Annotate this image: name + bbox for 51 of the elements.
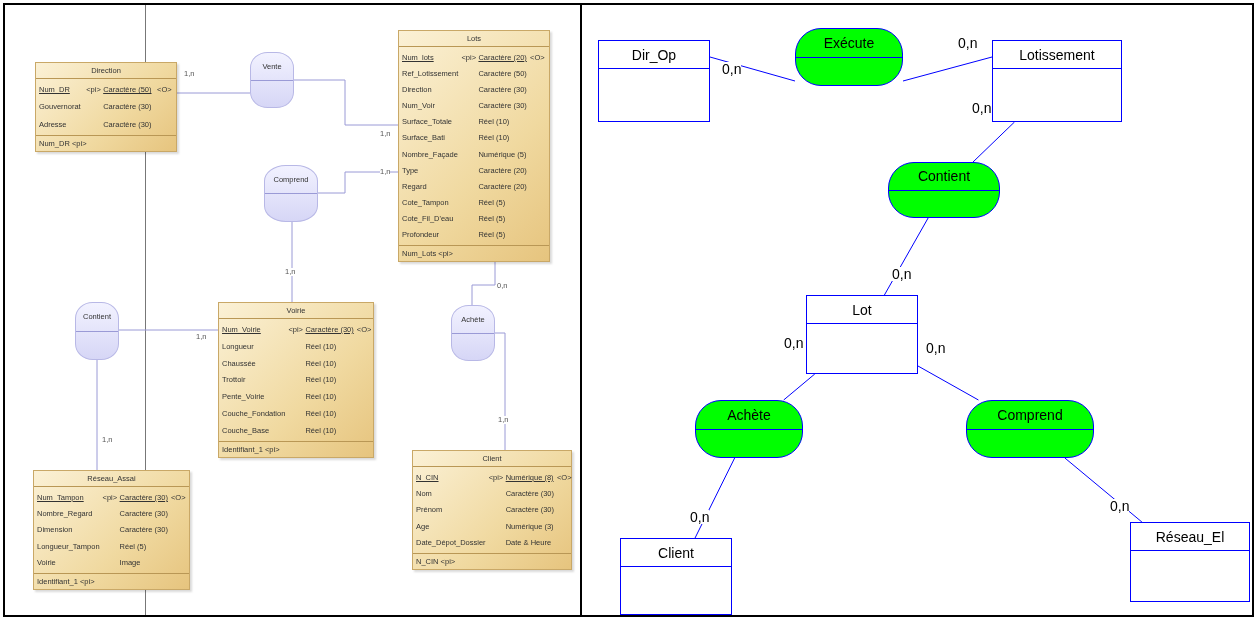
relationship-shape: [75, 302, 119, 360]
entity-table: [398, 30, 550, 262]
entity-name: Dir_Op: [631, 46, 677, 63]
connector-line: [694, 457, 736, 539]
cardinality-label: 0,n: [784, 336, 804, 350]
relationship-shape: [966, 400, 1094, 458]
cardinality-label: 0,n: [926, 341, 946, 355]
cardinality-label: 0,n: [958, 36, 978, 50]
relationship-name: Contient: [917, 168, 971, 185]
connector-line: [118, 329, 219, 331]
relationship-shape: [888, 162, 1000, 218]
relationship-shape: [795, 28, 903, 86]
connector-line: [709, 56, 796, 82]
connector-line: [883, 217, 929, 296]
connector-line: [96, 359, 98, 471]
entity-box: [1130, 522, 1250, 602]
connector-line: [494, 332, 506, 451]
cardinality-label: 0,n: [972, 101, 992, 115]
connector-line: [317, 171, 399, 194]
cardinality-label: 0,n: [892, 267, 912, 281]
connector-line: [783, 373, 816, 401]
entity-box: [806, 295, 918, 374]
connector-line: [972, 121, 1015, 163]
connector-line: [917, 365, 979, 401]
entity-table: [35, 62, 177, 152]
relationship-name: Achète: [727, 406, 771, 423]
connector-line: [291, 221, 293, 303]
connector-line: [1064, 457, 1143, 523]
relationship-shape: [451, 305, 495, 361]
entity-box: [598, 40, 710, 122]
connector-line: [471, 261, 496, 306]
entity-name: Lotissement: [1019, 46, 1095, 63]
relationship-name: Exécute: [823, 34, 875, 51]
entity-name: Client: [658, 544, 694, 561]
entity-table: [412, 450, 572, 570]
cardinality-label: 0,n: [690, 510, 710, 524]
cardinality-label: 0,n: [722, 62, 742, 76]
relationship-shape: [250, 52, 294, 108]
entity-name: Lot: [852, 301, 872, 318]
cardinality-label: 0,n: [1110, 499, 1130, 513]
entity-table: [218, 302, 374, 458]
entity-table: [33, 470, 190, 590]
relationship-name: Comprend: [997, 406, 1063, 423]
entity-box: [992, 40, 1122, 122]
connector-line: [293, 79, 399, 126]
entity-name: Réseau_El: [1155, 528, 1225, 545]
relationship-shape: [264, 165, 318, 222]
entity-box: [620, 538, 732, 615]
connector-line: [902, 56, 993, 82]
relationship-shape: [695, 400, 803, 458]
connector-line: [176, 92, 251, 94]
